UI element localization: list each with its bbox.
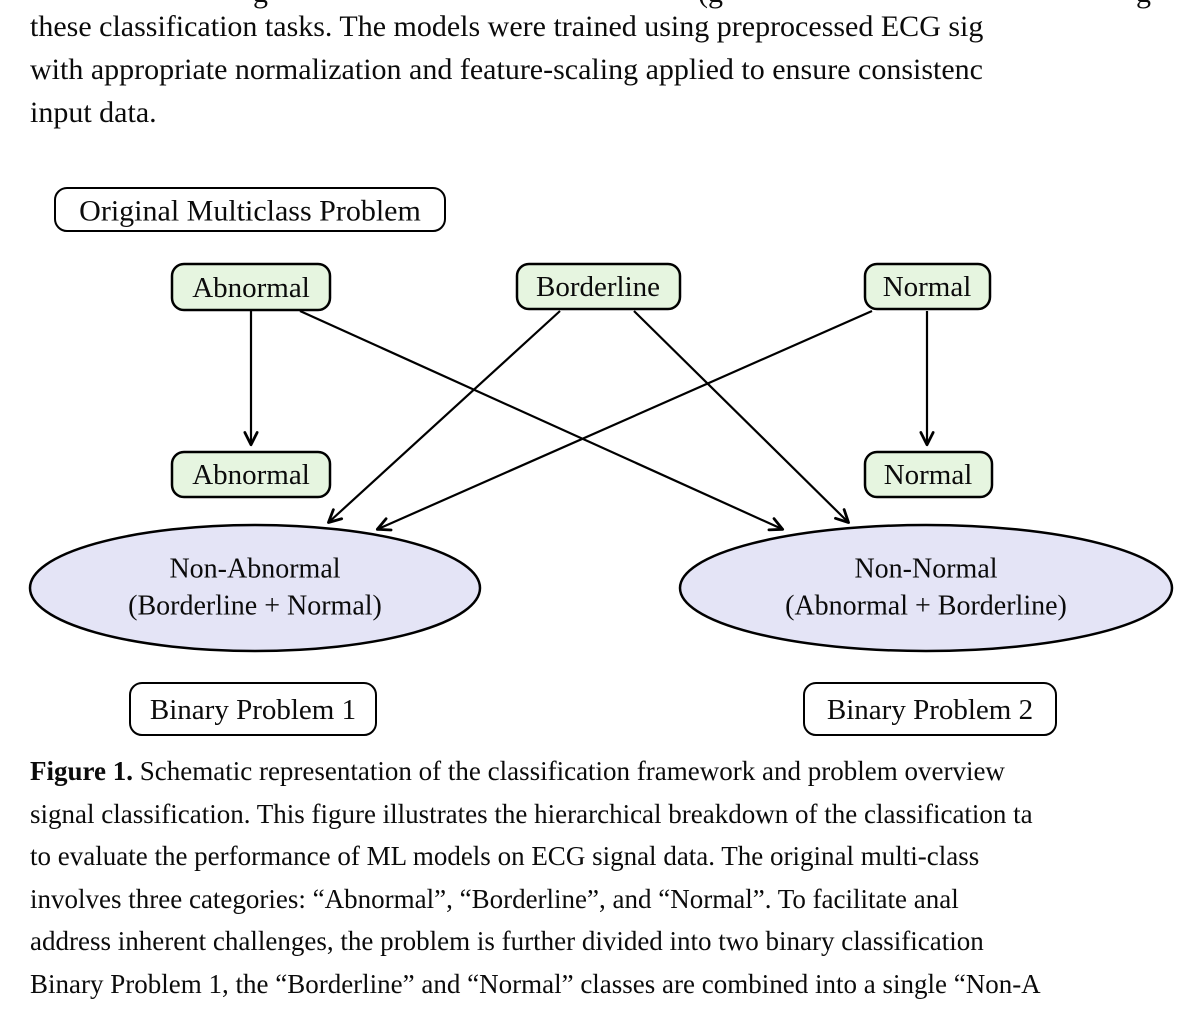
edge-normal-to-non-abnormal	[375, 309, 873, 532]
non-normal-ellipse	[678, 523, 1174, 653]
top-abnormal-label: Abnormal	[192, 272, 310, 304]
caption-line-6: Binary Problem 1, the “Borderline” and “…	[30, 968, 1041, 999]
edge-abnormal-to-non-normal	[299, 309, 785, 532]
edge-borderline-to-non-normal	[633, 310, 850, 524]
original-problem-box	[54, 187, 446, 232]
caption-line-5: address inherent challenges, the problem…	[30, 926, 984, 956]
clipped-glyph: g	[253, 0, 268, 10]
binary-problem-2-box	[803, 682, 1057, 736]
top-borderline-label: Borderline	[536, 271, 660, 303]
diagram-edges	[243, 309, 935, 532]
top-abnormal-box	[170, 262, 332, 312]
caption-line-2: signal classification. This figure illus…	[30, 798, 1033, 829]
body-line-3: input data.	[30, 96, 157, 129]
top-normal-box	[863, 262, 992, 311]
caption-line-4: involves three categories: “Abnormal”, “…	[30, 883, 959, 914]
clipped-glyph: (g	[698, 0, 723, 10]
non-normal-label-line2: (Abnormal + Borderline)	[785, 591, 1067, 622]
non-normal-label-line1: Non-Normal	[854, 554, 997, 585]
caption-line-1-text: Schematic representation of the classifi…	[133, 756, 1005, 786]
top-borderline-box	[515, 262, 682, 311]
non-abnormal-label-line1: Non-Abnormal	[169, 554, 340, 585]
mid-abnormal-label: Abnormal	[192, 459, 310, 491]
binary-problem-2-label: Binary Problem 2	[827, 694, 1033, 726]
figure-caption: Figure 1. Schematic representation of th…	[30, 750, 1200, 1005]
figure-number-label: Figure 1.	[30, 756, 133, 786]
body-line-2: with appropriate normalization and featu…	[30, 53, 983, 86]
clipped-glyph: g	[1136, 0, 1151, 10]
original-problem-label: Original Multiclass Problem	[79, 195, 421, 228]
non-abnormal-label-line2: (Borderline + Normal)	[128, 591, 382, 622]
body-paragraph: these classification tasks. The models w…	[30, 5, 1200, 134]
caption-line-1: Figure 1. Schematic representation of th…	[30, 750, 1200, 793]
top-normal-label: Normal	[883, 271, 972, 303]
classification-framework-diagram: Original Multiclass Problem Abnormal Bor…	[28, 187, 1174, 736]
mid-normal-label: Normal	[884, 459, 973, 491]
mid-abnormal-box	[170, 450, 332, 499]
non-abnormal-ellipse	[28, 523, 482, 653]
mid-normal-box	[863, 450, 994, 499]
caption-line-3: to evaluate the performance of ML models…	[30, 841, 980, 871]
binary-problem-1-box	[129, 682, 377, 736]
body-line-1: these classification tasks. The models w…	[30, 10, 984, 43]
edge-borderline-to-non-abnormal	[327, 310, 561, 524]
clipped-previous-line: g (g g	[0, 0, 1200, 10]
binary-problem-1-label: Binary Problem 1	[150, 694, 356, 726]
